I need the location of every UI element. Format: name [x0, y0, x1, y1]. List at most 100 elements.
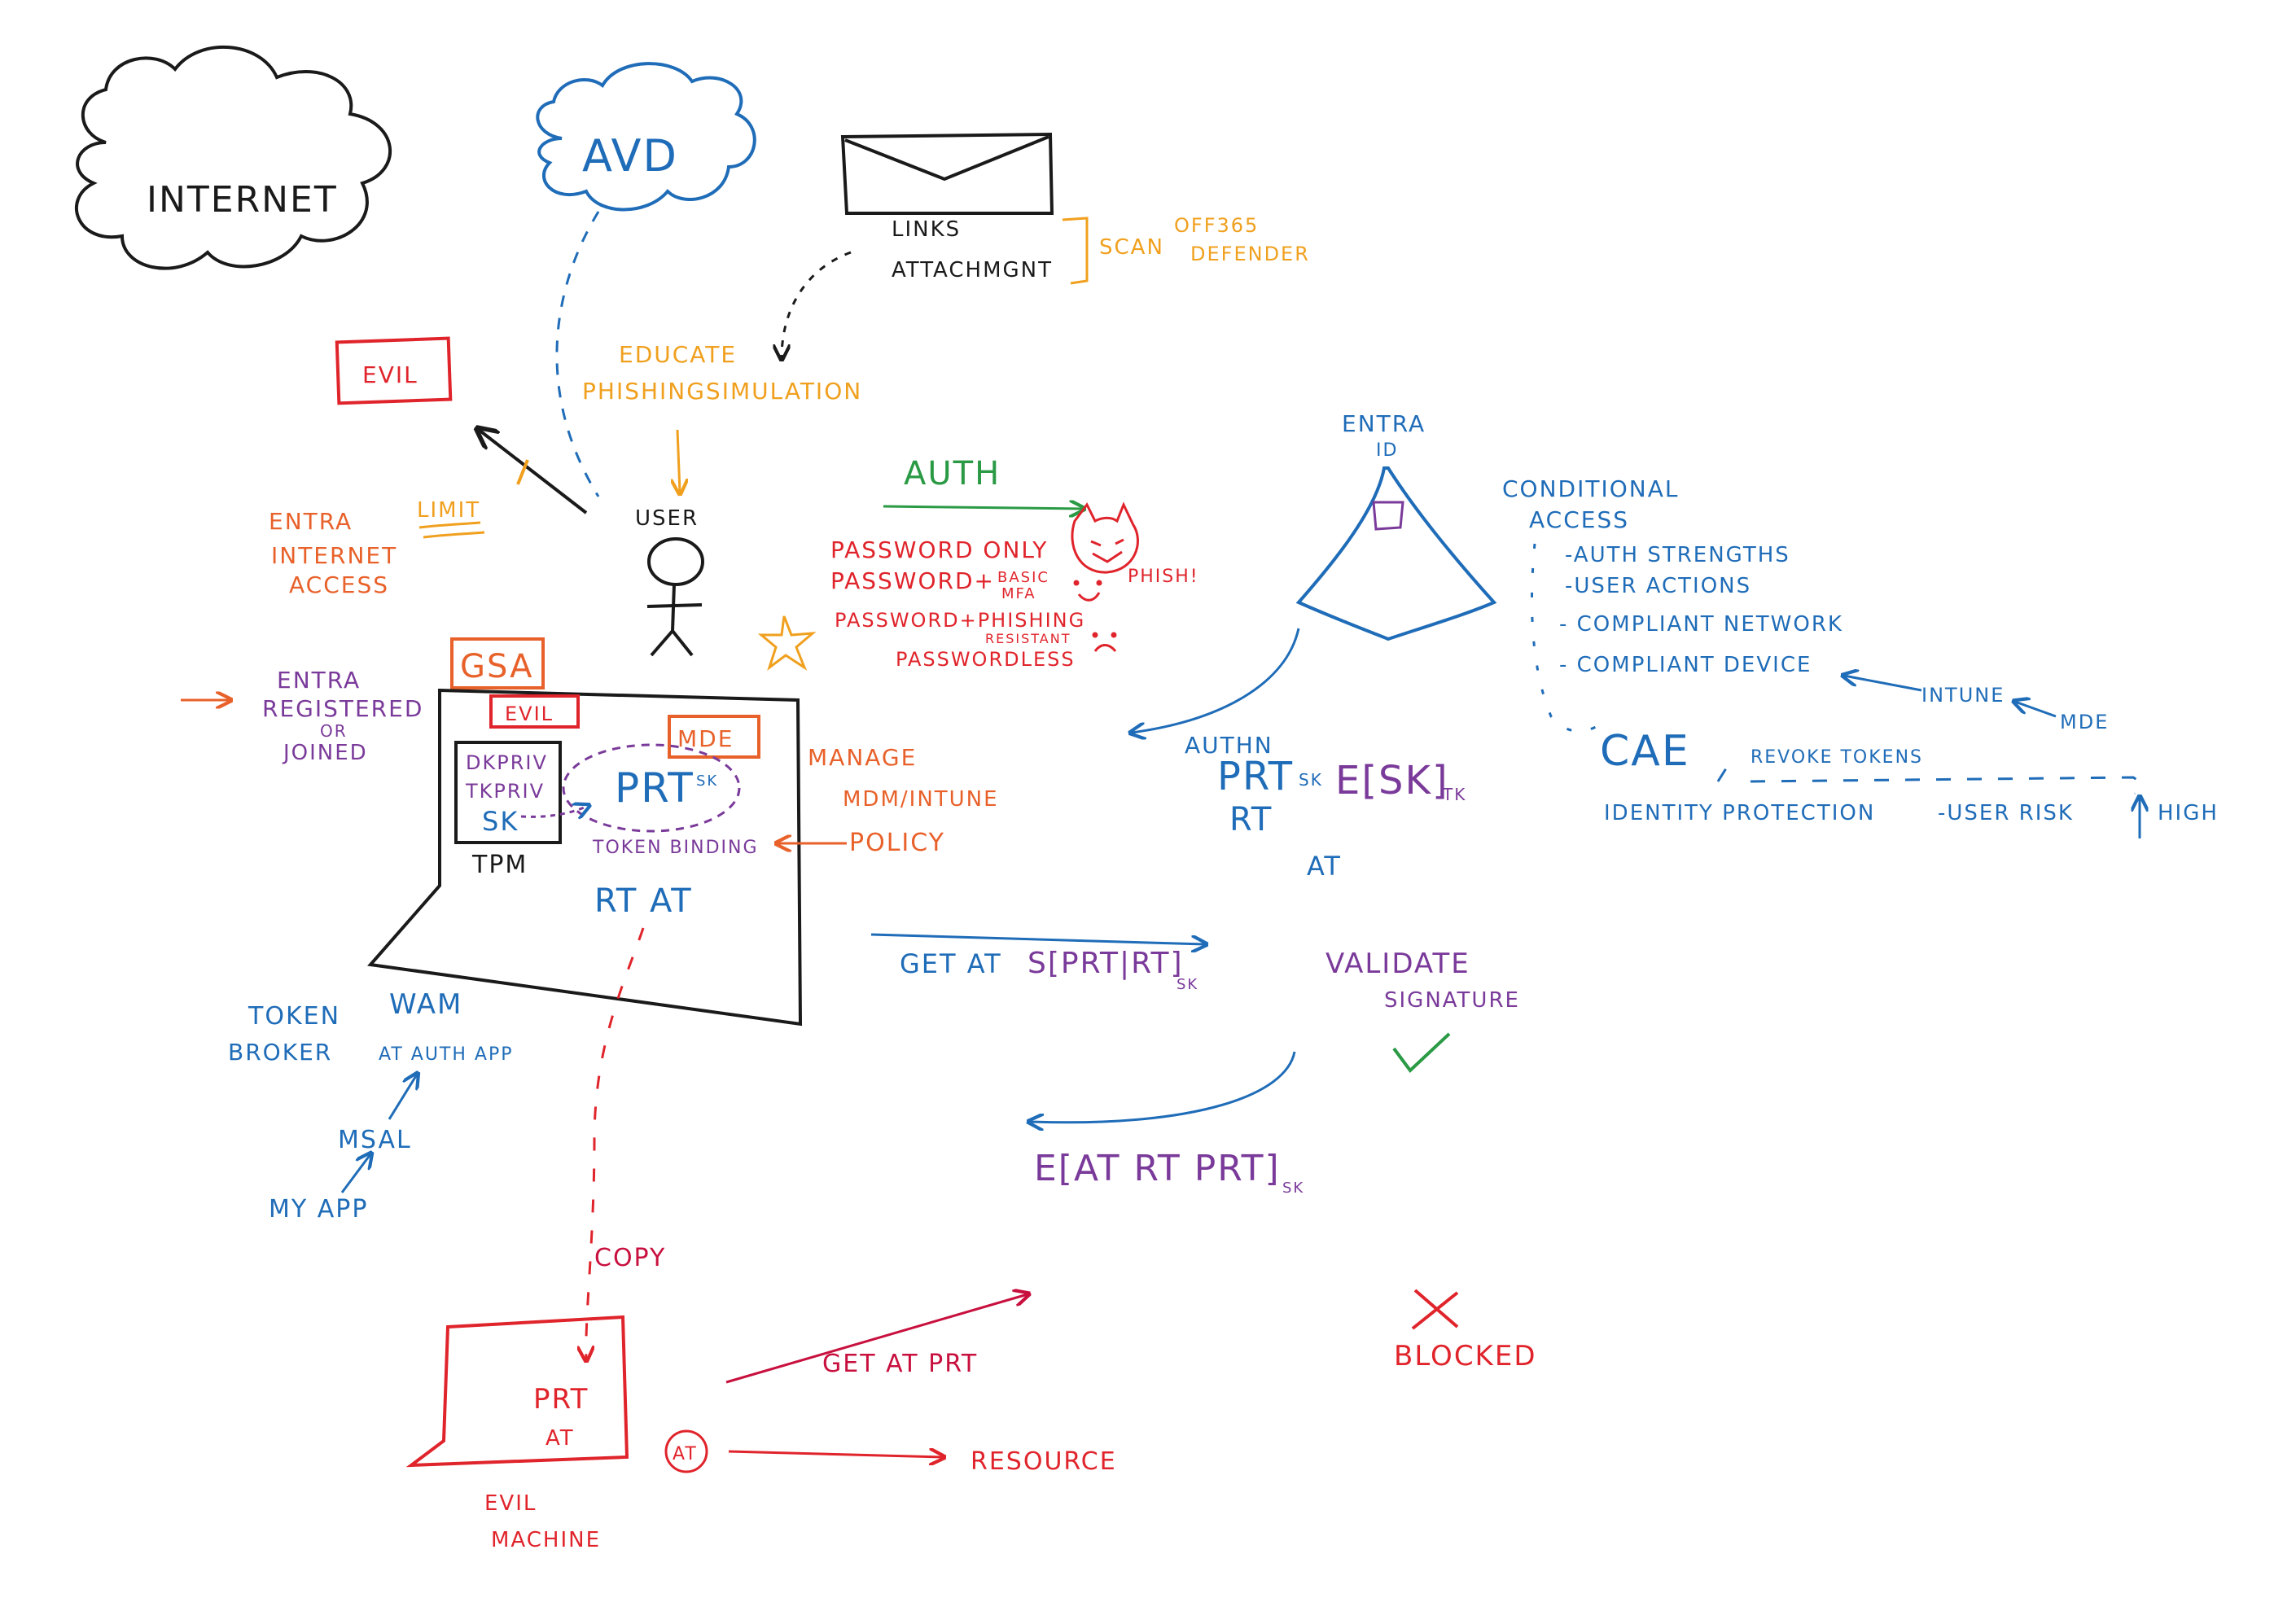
intune-arrow: [1844, 676, 1922, 692]
evil-machine-prt: PRT: [533, 1383, 589, 1416]
authn-label: AUTHN: [1185, 732, 1273, 759]
entra-to-authn-arrow: [1132, 628, 1300, 733]
ca-item-2: -USER ACTIONS: [1565, 574, 1751, 598]
device-evil-box: [489, 694, 580, 729]
response-sub: SK: [1282, 1180, 1304, 1197]
device-laptop: [367, 688, 803, 1026]
get-at-label: GET AT: [900, 948, 1002, 979]
ca-mde-label: MDE: [2060, 711, 2109, 733]
authn-at: AT: [1307, 851, 1342, 882]
authn-e-sk-sub: TK: [1442, 785, 1466, 804]
email-to-educate-arrow: [782, 251, 852, 358]
auth-label: AUTH: [904, 455, 1001, 492]
authn-prt-sub: SK: [1299, 770, 1323, 790]
tpm-sk: SK: [482, 806, 519, 837]
gsa-label: GSA: [460, 648, 534, 685]
gsa-box: [450, 637, 545, 689]
ca-item-4: - COMPLIANT DEVICE: [1559, 653, 1812, 677]
mde-to-intune-arrow: [2015, 702, 2057, 718]
prt-sub-label: SK: [696, 773, 718, 790]
identity-protection-label: IDENTITY PROTECTION: [1604, 801, 1875, 825]
entra-registered-label-3: OR: [320, 721, 348, 741]
sad-face-icon: [1092, 632, 1117, 652]
entra-registered-label-2: REGISTERED: [262, 695, 423, 722]
evil-machine-label-1: EVIL: [484, 1491, 537, 1516]
msal-label: MSAL: [338, 1126, 412, 1154]
scan-bracket: [1062, 217, 1089, 285]
tpm-box: [454, 741, 562, 844]
devil-face-icon: [1071, 501, 1139, 574]
resource-arrow: [728, 1451, 943, 1457]
response-e-label: E[AT RT PRT]: [1034, 1148, 1281, 1189]
ca-label-2: ACCESS: [1529, 506, 1629, 533]
revoke-tokens-label: REVOKE TOKENS: [1750, 747, 1923, 768]
evil-machine-laptop: [405, 1315, 629, 1468]
auth-password-only: PASSWORD ONLY: [830, 536, 1048, 563]
internet-label: INTERNET: [147, 179, 338, 221]
manage-label-1: MANAGE: [808, 744, 917, 771]
user-label: USER: [635, 506, 699, 531]
avd-label: AVD: [582, 130, 678, 182]
auth-passwordless: PASSWORDLESS: [896, 648, 1076, 671]
limit-underline-2: [423, 531, 485, 539]
at-circle-label: AT: [673, 1444, 698, 1464]
entra-id-chip-icon: [1372, 501, 1404, 531]
response-arrow: [1030, 1051, 1296, 1123]
user-risk-label: -USER RISK: [1938, 801, 2074, 825]
high-label: HIGH: [2158, 801, 2219, 825]
user-icon: [646, 537, 704, 657]
authn-e-sk: E[SK]: [1335, 758, 1449, 803]
scan-label: SCAN: [1099, 235, 1164, 260]
internet-cloud: INTERNET: [75, 45, 392, 270]
star-icon: [757, 615, 817, 672]
myapp-to-msal-arrow: [340, 1154, 370, 1193]
auth-basic-mfa-2: MFA: [1001, 585, 1036, 602]
entra-id-label-2: ID: [1376, 440, 1398, 461]
resource-label: RESOURCE: [971, 1447, 1117, 1476]
copy-label: COPY: [594, 1244, 666, 1272]
email-attachment-label: ATTACHMGNT: [892, 258, 1053, 282]
auth-password-basic: PASSWORD+: [830, 567, 995, 594]
entra-internet-label-1: ENTRA: [269, 508, 353, 535]
token-label: TOKEN: [248, 1002, 340, 1031]
entra-registered-label-4: JOINED: [282, 741, 368, 765]
entra-id-triangle: [1295, 466, 1497, 641]
sk-to-prt-arrow: [520, 806, 588, 816]
educate-label: EDUCATE: [619, 341, 737, 368]
entra-internet-label-3: ACCESS: [289, 571, 389, 598]
entra-registered-label-1: ENTRA: [277, 667, 361, 694]
auth-basic-mfa-1: BASIC: [997, 569, 1049, 586]
avd-cloud: AVD: [536, 62, 756, 212]
smile-face-icon: [1073, 580, 1102, 602]
auth-arrow: [883, 506, 1083, 509]
limit-tick: [516, 459, 529, 485]
defender-label: DEFENDER: [1190, 243, 1310, 265]
revoke-dashed-line: [1716, 768, 2140, 795]
myapp-label: MY APP: [269, 1195, 368, 1223]
ca-item-1: -AUTH STRENGTHS: [1565, 543, 1790, 567]
prt-ellipse: [562, 743, 741, 833]
at-circle: [664, 1429, 708, 1473]
cae-label: CAE: [1600, 727, 1690, 776]
user-to-evil-arrow: [479, 430, 588, 514]
get-at-prt-arrow: [725, 1294, 1028, 1384]
auth-password-phish: PASSWORD+PHISHING: [835, 609, 1085, 632]
authn-rt: RT: [1229, 801, 1273, 838]
validate-label-1: VALIDATE: [1325, 948, 1470, 980]
email-links-label: LINKS: [892, 217, 961, 242]
get-at-prt-label: GET AT PRT: [822, 1350, 978, 1378]
entra-internet-label-2: INTERNET: [271, 542, 397, 569]
tpm-dkpriv: DKPRIV: [466, 751, 548, 774]
prt-label: PRT: [615, 764, 694, 812]
blocked-label: BLOCKED: [1394, 1340, 1537, 1372]
copy-dashed-arrow: [586, 927, 645, 1359]
limit-underline: [418, 521, 481, 529]
entra-id-label-1: ENTRA: [1342, 410, 1426, 437]
validate-label-2: SIGNATURE: [1384, 988, 1520, 1013]
manage-label-2: MDM/INTUNE: [843, 787, 999, 812]
wam-label: WAM: [389, 988, 462, 1021]
email-envelope-icon: [840, 132, 1054, 215]
tpm-tkpriv: TKPRIV: [465, 780, 545, 803]
authn-prt: PRT: [1217, 754, 1294, 799]
